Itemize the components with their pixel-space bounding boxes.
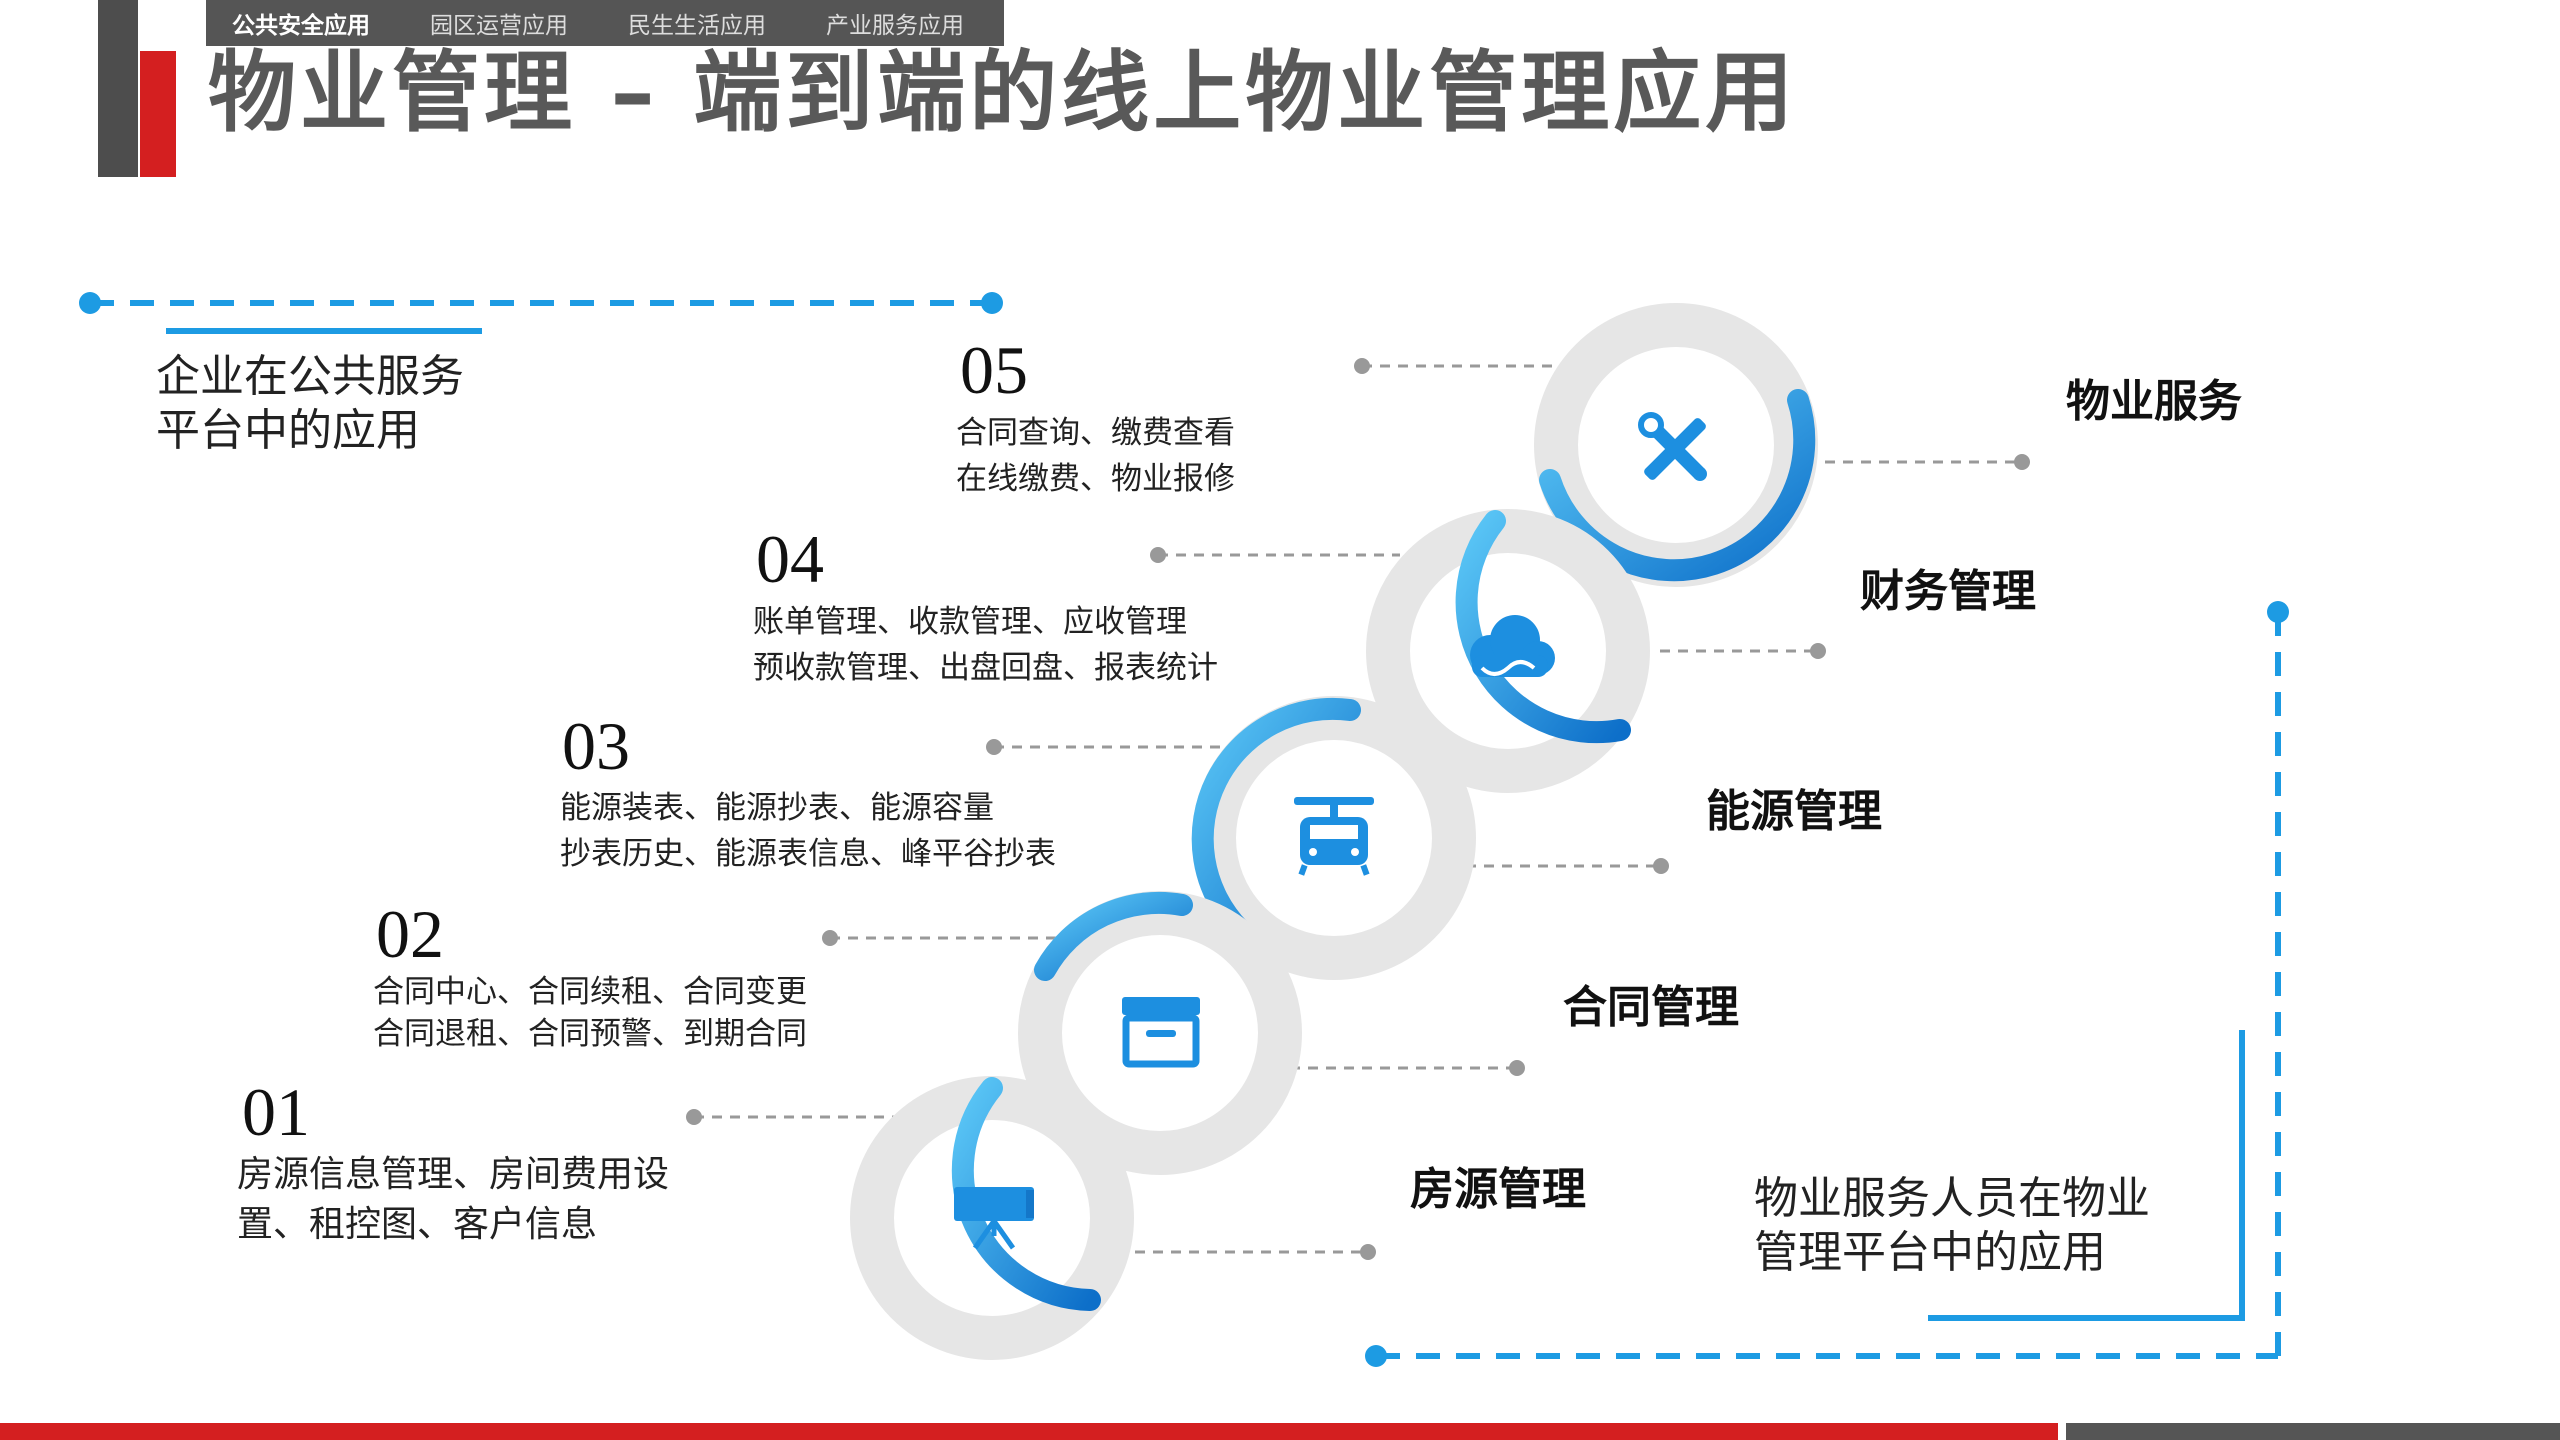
- step-04-number: 04: [756, 521, 824, 597]
- right-caption-line-2: 管理平台中的应用: [1754, 1227, 2106, 1278]
- leader-04-left-dot: [1150, 547, 1166, 563]
- top-dot-left: [79, 292, 101, 314]
- right-caption-bracket: [1928, 1030, 2245, 1321]
- step-02-line-1: 合同中心、合同续租、合同变更: [373, 974, 807, 1010]
- leader-02-left-dot: [822, 930, 838, 946]
- step-03-line-1: 能源装表、能源抄表、能源容量: [560, 790, 994, 826]
- step-04-line-2: 预收款管理、出盘回盘、报表统计: [753, 650, 1218, 686]
- step-03-line-2: 抄表历史、能源表信息、峰平谷抄表: [560, 836, 1056, 872]
- ring-05: [1534, 303, 1818, 587]
- page-title: 物业管理 – 端到端的线上物业管理应用: [208, 41, 1798, 144]
- nav-item-livelihood[interactable]: 民生生活应用: [628, 13, 766, 39]
- leader-05-left-dot: [1354, 358, 1370, 374]
- leader-01-right-dot: [1360, 1244, 1376, 1260]
- nav-item-industry-service[interactable]: 产业服务应用: [826, 13, 964, 39]
- leader-01-left-dot: [686, 1109, 702, 1125]
- header-gray-bar: [98, 0, 138, 177]
- step-05-line-1: 合同查询、缴费查看: [956, 415, 1235, 451]
- step-04-label: 财务管理: [1860, 566, 2036, 617]
- step-01-number: 01: [242, 1074, 310, 1150]
- leader-03-left-dot: [986, 739, 1002, 755]
- step-03-label: 能源管理: [1706, 786, 1882, 837]
- step-03-number: 03: [562, 708, 630, 784]
- left-caption: 企业在公共服务 平台中的应用: [156, 350, 464, 458]
- step-03-description: 能源装表、能源抄表、能源容量 抄表历史、能源表信息、峰平谷抄表: [560, 785, 1056, 877]
- left-caption-line-2: 平台中的应用: [156, 405, 420, 456]
- step-05-description: 合同查询、缴费查看 在线缴费、物业报修: [956, 410, 1235, 502]
- step-02-number: 02: [376, 896, 444, 972]
- projector-icon: [954, 1187, 1034, 1250]
- step-01-description: 房源信息管理、房间费用设 置、租控图、客户信息: [237, 1150, 669, 1250]
- step-05-line-2: 在线缴费、物业报修: [956, 461, 1235, 497]
- tools-icon: [1638, 412, 1707, 481]
- step-04-description: 账单管理、收款管理、应收管理 预收款管理、出盘回盘、报表统计: [753, 599, 1218, 691]
- step-01-label: 房源管理: [1410, 1164, 1586, 1215]
- leader-04-right-dot: [1810, 643, 1826, 659]
- step-02-line-2: 合同退租、合同预警、到期合同: [373, 1016, 807, 1052]
- cable-car-icon: [1294, 797, 1374, 876]
- step-02-label: 合同管理: [1563, 982, 1739, 1033]
- top-dot-right: [981, 292, 1003, 314]
- bottom-dot-left: [1365, 1345, 1387, 1367]
- step-05-label: 物业服务: [2066, 376, 2242, 427]
- right-caption: 物业服务人员在物业 管理平台中的应用: [1754, 1172, 2150, 1280]
- step-02-description: 合同中心、合同续租、合同变更 合同退租、合同预警、到期合同: [373, 971, 807, 1055]
- nav-item-public-safety[interactable]: 公共安全应用: [232, 13, 370, 39]
- step-01-line-2: 置、租控图、客户信息: [237, 1204, 598, 1245]
- left-caption-line-1: 企业在公共服务: [156, 351, 464, 402]
- step-05-number: 05: [960, 332, 1028, 408]
- nav-item-park-operation[interactable]: 园区运营应用: [430, 13, 568, 39]
- step-01-line-1: 房源信息管理、房间费用设: [237, 1154, 670, 1195]
- cloud-icon: [1470, 615, 1555, 677]
- right-dot-top: [2267, 601, 2289, 623]
- archive-box-icon: [1122, 997, 1200, 1068]
- step-04-line-1: 账单管理、收款管理、应收管理: [753, 604, 1187, 640]
- leader-02-right-dot: [1509, 1060, 1525, 1076]
- header-red-bar: [140, 51, 176, 177]
- footer-gray-bar: [2066, 1423, 2560, 1440]
- leader-03-right-dot: [1653, 858, 1669, 874]
- top-nav: 公共安全应用 园区运营应用 民生生活应用 产业服务应用: [206, 0, 1004, 46]
- footer-red-bar: [0, 1423, 2058, 1440]
- right-caption-line-1: 物业服务人员在物业: [1754, 1173, 2150, 1224]
- leader-05-right-dot: [2014, 454, 2030, 470]
